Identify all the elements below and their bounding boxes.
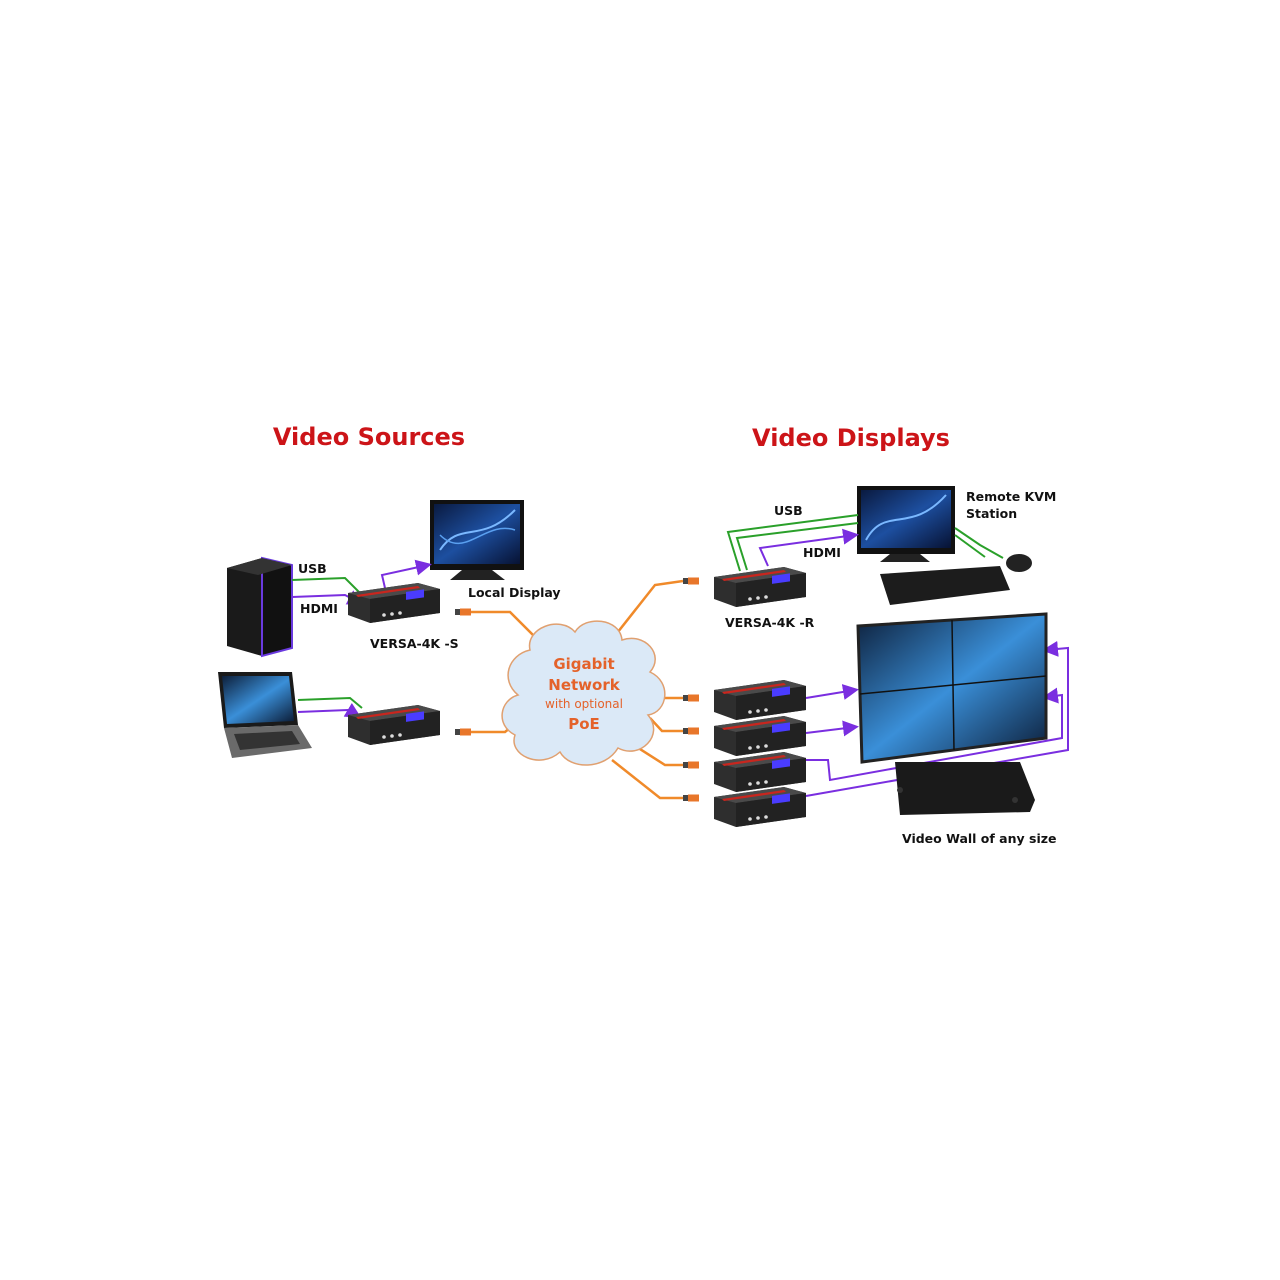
display-cables	[726, 514, 1069, 797]
gigabit-network-cloud: Gigabit Network with optional PoE	[501, 620, 666, 766]
ethernet-connector-icon	[683, 694, 699, 702]
local-display-monitor-icon	[430, 500, 524, 580]
ethernet-connector-icon	[683, 577, 699, 585]
ethernet-connector-icon	[455, 728, 471, 736]
sender-device-1	[348, 583, 440, 623]
sender-device-2	[348, 705, 440, 745]
source-usb-label: USB	[298, 561, 327, 576]
video-wall-label: Video Wall of any size	[902, 831, 1057, 846]
laptop-icon	[218, 672, 312, 758]
cloud-text-poe: PoE	[568, 715, 600, 733]
video-displays-title: Video Displays	[752, 424, 950, 452]
remote-kvm-label: Remote KVM	[966, 489, 1056, 504]
remote-monitor-icon	[857, 486, 955, 562]
display-usb-label: USB	[774, 503, 803, 518]
desktop-pc-icon	[227, 556, 293, 658]
local-display-label: Local Display	[468, 585, 561, 600]
receiver-device-wall-4	[714, 787, 806, 827]
video-sources-title: Video Sources	[273, 423, 465, 451]
receiver-model-label: VERSA-4K -R	[725, 615, 815, 630]
sender-model-label: VERSA-4K -S	[370, 636, 459, 651]
display-hdmi-label: HDMI	[803, 545, 841, 560]
source-hdmi-label: HDMI	[300, 601, 338, 616]
video-wall-icon	[856, 612, 1048, 815]
keyboard-icon	[880, 566, 1010, 605]
ethernet-connector-icon	[683, 761, 699, 769]
ethernet-connector-icon	[683, 794, 699, 802]
receiver-device-wall-2	[714, 716, 806, 756]
mouse-icon	[1006, 554, 1032, 572]
cloud-text-network: Network	[548, 676, 620, 694]
remote-kvm-station-label: Station	[966, 506, 1017, 521]
cloud-text-with-optional: with optional	[545, 697, 623, 711]
receiver-device-wall-3	[714, 752, 806, 792]
receiver-device-kvm	[714, 567, 806, 607]
receiver-device-wall-1	[714, 680, 806, 720]
ethernet-connector-icon	[683, 727, 699, 735]
cloud-text-gigabit: Gigabit	[553, 655, 614, 673]
ethernet-connector-icon	[455, 608, 471, 616]
